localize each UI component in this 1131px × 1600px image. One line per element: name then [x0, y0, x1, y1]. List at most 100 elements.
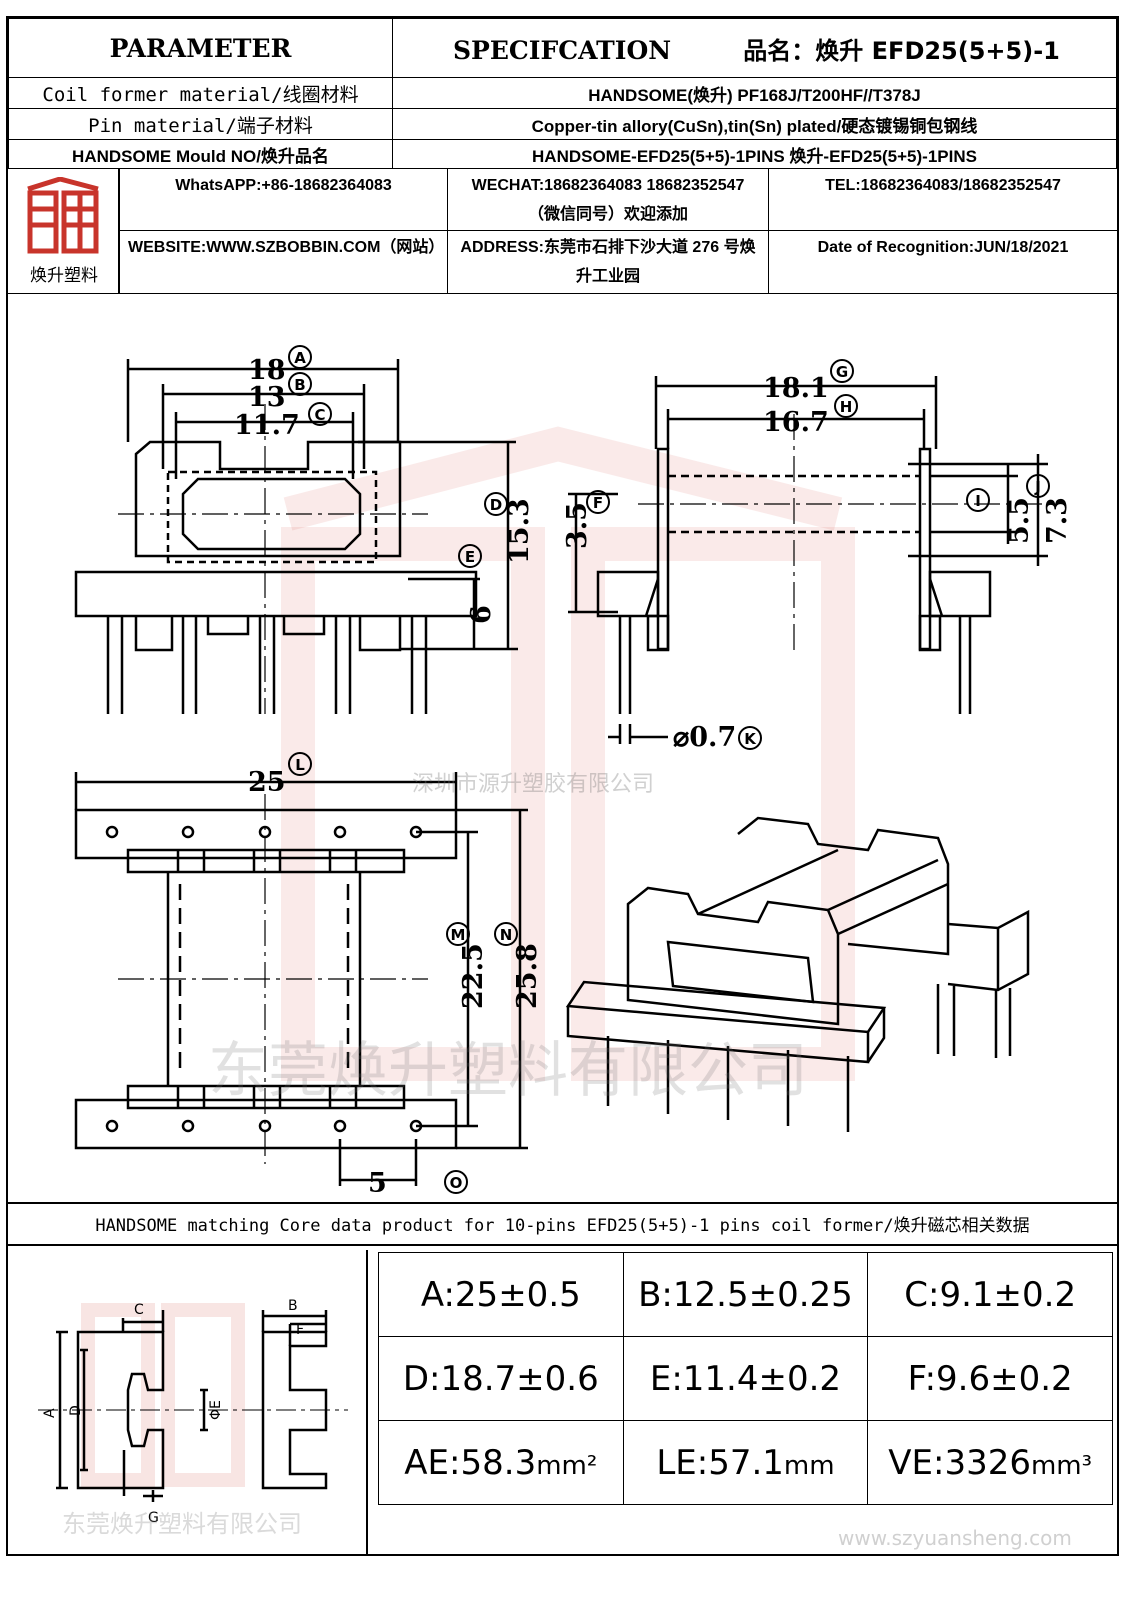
- dim-k-value: ⌀0.7: [673, 722, 736, 753]
- core-label-e: ΦE: [208, 1400, 224, 1420]
- svg-text:K: K: [744, 730, 757, 748]
- dim-h-value: 16.7: [763, 407, 829, 438]
- letter-m-marker: M: [446, 922, 470, 946]
- core-label-c: C: [134, 1302, 144, 1318]
- technical-drawing: 18 13 11.7 18.1 16.7 ⌀0.7 25 5 15.3 6 3.…: [8, 294, 1117, 1204]
- wechat-cell: WECHAT:18682364083 18682352547（微信同号）欢迎添加: [448, 169, 769, 231]
- core-value-d: D:18.7±0.6: [378, 1336, 624, 1421]
- dim-m-value: 22.5: [458, 943, 489, 1009]
- dim-i-value: 5.5: [1004, 497, 1035, 544]
- core-value-b: B:12.5±0.25: [622, 1252, 869, 1337]
- dim-l-value: 25: [248, 767, 286, 798]
- svg-text:I: I: [975, 492, 981, 510]
- svg-text:A: A: [294, 349, 306, 367]
- core-figure: C B F A D ΦE G 东莞焕升塑料有限公司: [8, 1250, 368, 1554]
- drawing-canvas: 18 13 11.7 18.1 16.7 ⌀0.7 25 5 15.3 6 3.…: [74, 345, 1073, 1199]
- watermark-url: www.szyuansheng.com: [838, 1526, 1072, 1550]
- core-value-a: A:25±0.5: [378, 1252, 624, 1337]
- whatsapp-cell: WhatsAPP:+86-18682364083: [120, 169, 448, 231]
- parameter-heading: PARAMETER: [8, 18, 393, 78]
- dim-a-value: 18: [248, 355, 286, 386]
- core-label-a: A: [42, 1408, 58, 1418]
- mould-no-label: HANDSOME Mould NO/焕升品名: [8, 139, 393, 169]
- svg-text:H: H: [840, 398, 853, 416]
- address-cell: ADDRESS:东莞市石排下沙大道 276 号焕升工业园: [448, 231, 769, 294]
- core-value-e: E:11.4±0.2: [622, 1336, 869, 1421]
- letter-a-marker: A: [288, 345, 312, 369]
- letter-d-marker: D: [484, 492, 508, 516]
- dim-g-value: 18.1: [763, 373, 829, 404]
- core-value-ae: AE:58.3mm²: [378, 1420, 624, 1505]
- svg-text:C: C: [314, 406, 325, 424]
- coil-material-label: Coil former material/线圈材料: [8, 77, 393, 109]
- svg-text:M: M: [451, 926, 466, 944]
- product-name: 焕升 EFD25(5+5)-1: [815, 36, 1060, 65]
- watermark-large: 东莞焕升塑料有限公司: [208, 1036, 808, 1106]
- logo-text: 焕升塑料: [30, 266, 98, 286]
- dim-e-value: 6: [466, 605, 497, 624]
- handsome-logo-icon: [27, 177, 99, 254]
- specification-label: SPECIFCATION: [453, 35, 672, 65]
- core-value-f: F:9.6±0.2: [867, 1336, 1113, 1421]
- dim-j-value: 7.3: [1042, 497, 1073, 544]
- svg-text:E: E: [465, 548, 475, 566]
- letter-j-marker: J: [1026, 474, 1050, 498]
- letter-f-marker: F: [586, 490, 610, 514]
- pin-material-value: Copper-tin allory(CuSn),tin(Sn) plated/硬…: [392, 108, 1117, 140]
- front-window: [181, 477, 362, 551]
- iso-flange-back: [737, 816, 950, 956]
- core-value-le: LE:57.1mm: [622, 1420, 869, 1505]
- core-label-f: F: [296, 1322, 304, 1338]
- dim-n-value: 25.8: [512, 943, 543, 1009]
- date-cell: Date of Recognition:JUN/18/2021: [817, 239, 1069, 256]
- core-data-heading: HANDSOME matching Core data product for …: [8, 1206, 1117, 1246]
- dim-c-value: 11.7: [234, 410, 300, 441]
- dim-d-value: 15.3: [504, 498, 535, 564]
- product-name-label: 品名：: [743, 36, 816, 65]
- logo-watermark-icon: [281, 426, 855, 1081]
- dim-f-value: 3.5: [562, 502, 593, 549]
- svg-text:N: N: [500, 926, 513, 944]
- watermark-core: 东莞焕升塑料有限公司: [62, 1510, 302, 1538]
- letter-c-marker: C: [308, 402, 332, 426]
- coil-material-value: HANDSOME(焕升) PF168J/T200HF//T378J: [392, 77, 1117, 109]
- dim-b-value: 13: [248, 382, 286, 413]
- letter-o-marker: O: [444, 1170, 468, 1194]
- logo-cell: 焕升塑料: [8, 169, 120, 294]
- svg-text:L: L: [295, 756, 305, 774]
- core-value-c: C:9.1±0.2: [867, 1252, 1113, 1337]
- front-base: [74, 570, 478, 618]
- datasheet: PARAMETER SPECIFCATION 品名：焕升 EFD25(5+5)-…: [6, 16, 1119, 1556]
- letter-i-marker: I: [966, 488, 990, 512]
- mould-no-value: HANDSOME-EFD25(5+5)-1PINS 焕升-EFD25(5+5)-…: [392, 139, 1117, 169]
- svg-text:F: F: [593, 494, 603, 512]
- iso-flange-front: [626, 886, 840, 1026]
- website-cell: WEBSITE:WWW.SZBOBBIN.COM（网站）: [120, 231, 448, 294]
- core-drawing: C B F A D ΦE G: [38, 1298, 348, 1526]
- svg-text:O: O: [450, 1174, 463, 1192]
- core-label-g: G: [148, 1510, 159, 1526]
- letter-h-marker: H: [834, 394, 858, 418]
- letter-k-marker: K: [738, 726, 762, 750]
- contact-block: 焕升塑料 WhatsAPP:+86-18682364083 WECHAT:186…: [8, 168, 1117, 294]
- letter-l-marker: L: [288, 752, 312, 776]
- svg-text:J: J: [1034, 478, 1041, 496]
- watermark-small: 深圳市源升塑胶有限公司: [412, 772, 655, 797]
- core-value-ve: VE:3326mm³: [867, 1420, 1113, 1505]
- core-label-d: D: [68, 1405, 84, 1416]
- pin-material-label: Pin material/端子材料: [8, 108, 393, 140]
- spec-heading: SPECIFCATION 品名：焕升 EFD25(5+5)-1: [392, 18, 1117, 78]
- tel-cell: TEL:18682364083/18682352547: [769, 169, 1117, 231]
- dim-o-value: 5: [368, 1168, 387, 1199]
- svg-text:D: D: [490, 496, 502, 514]
- letter-b-marker: B: [288, 372, 312, 396]
- core-label-b: B: [288, 1298, 298, 1314]
- svg-text:G: G: [836, 363, 848, 381]
- letter-e-marker: E: [458, 544, 482, 568]
- front-flange: [134, 440, 402, 558]
- letter-n-marker: N: [494, 922, 518, 946]
- svg-text:B: B: [294, 376, 305, 394]
- parameter-table: PARAMETER SPECIFCATION 品名：焕升 EFD25(5+5)-…: [8, 18, 1117, 169]
- core-values-table: A:25±0.5 B:12.5±0.25 C:9.1±0.2 D:18.7±0.…: [378, 1252, 1113, 1505]
- letter-g-marker: G: [830, 359, 854, 383]
